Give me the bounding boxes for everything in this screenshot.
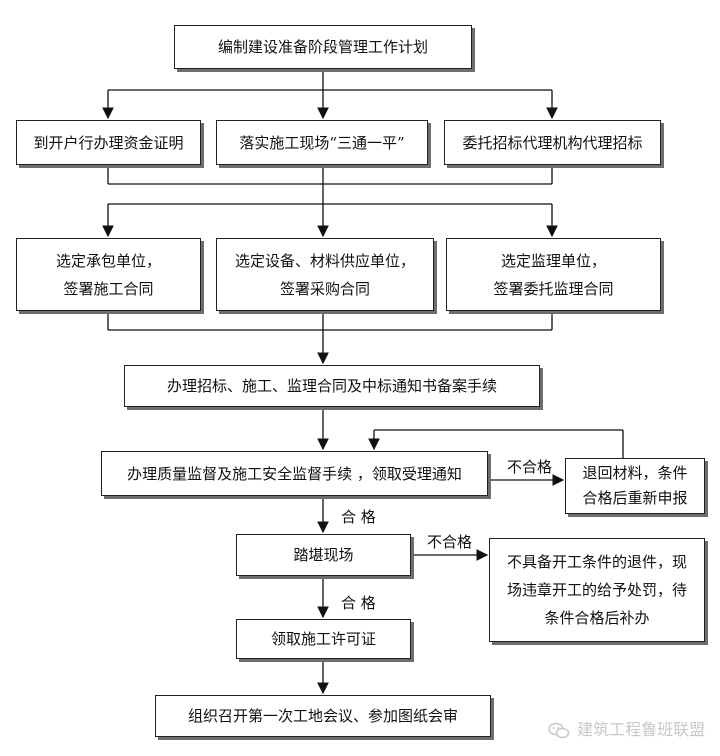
filing-box: 办理招标、施工、监理合同及中标通知书备案手续: [124, 365, 540, 407]
contractor-line-1: 选定承包单位，: [55, 251, 161, 270]
site-prep-text: 落实施工现场“三通一平”: [239, 133, 405, 152]
supplier-box: 选定设备、材料供应单位， 签署采购合同: [216, 238, 434, 311]
tender-agency-text: 委托招标代理机构代理招标: [462, 133, 643, 152]
fail-label-1: 不合格: [507, 458, 553, 476]
supervisor-box: 选定监理单位， 签署委托监理合同: [446, 238, 661, 311]
supervision-procedure-box: 办理质量监督及施工安全监督手续 ，领取受理通知: [101, 451, 488, 496]
permit-box: 领取施工许可证: [236, 619, 411, 659]
step-plan-box: 编制建设准备阶段管理工作计划: [174, 25, 472, 69]
watermark-text: 建筑工程鲁班联盟: [577, 720, 706, 739]
step-plan-text: 编制建设准备阶段管理工作计划: [217, 38, 428, 56]
pass-label-1: 合 格: [341, 508, 376, 526]
site-survey-box: 踏堪现场: [236, 534, 411, 576]
pass-label-2: 合 格: [341, 594, 376, 612]
supervisor-line-2: 签署委托监理合同: [493, 279, 614, 298]
wechat-icon: [548, 722, 570, 738]
contractor-box: 选定承包单位， 签署施工合同: [16, 238, 201, 311]
site-prep-box: 落实施工现场“三通一平”: [216, 120, 428, 165]
supplier-line-2: 签署采购合同: [279, 279, 370, 298]
bank-fund-proof-text: 到开户行办理资金证明: [33, 133, 184, 152]
permit-text: 领取施工许可证: [270, 630, 376, 648]
tender-agency-box: 委托招标代理机构代理招标: [444, 120, 661, 165]
return-materials-line-1: 退回材料，条件: [582, 464, 688, 482]
non-compliance-line-3: 条件合格后补办: [544, 609, 650, 627]
non-compliance-line-1: 不具备开工条件的退件，现: [506, 553, 687, 571]
contractor-line-2: 签署施工合同: [63, 279, 154, 298]
supplier-line-1: 选定设备、材料供应单位，: [234, 251, 415, 270]
supervision-procedure-text: 办理质量监督及施工安全监督手续 ，领取受理通知: [127, 464, 462, 483]
supervisor-line-1: 选定监理单位，: [500, 251, 606, 270]
watermark: 建筑工程鲁班联盟: [548, 716, 705, 740]
site-survey-text: 踏堪现场: [293, 546, 354, 564]
fail-label-2: 不合格: [427, 533, 473, 551]
filing-text: 办理招标、施工、监理合同及中标通知书备案手续: [166, 377, 497, 395]
non-compliance-box: 不具备开工条件的退件，现 场违章开工的给予处罚，待 条件合格后补办: [489, 538, 705, 642]
return-materials-line-2: 合格后重新申报: [582, 489, 688, 507]
return-materials-box: 退回材料，条件 合格后重新申报: [565, 458, 705, 514]
bank-fund-proof-box: 到开户行办理资金证明: [16, 120, 201, 165]
first-meeting-box: 组织召开第一次工地会议、参加图纸会审: [155, 695, 491, 737]
non-compliance-line-2: 场违章开工的给予处罚，待: [506, 581, 687, 599]
first-meeting-text: 组织召开第一次工地会议、参加图纸会审: [187, 707, 458, 725]
